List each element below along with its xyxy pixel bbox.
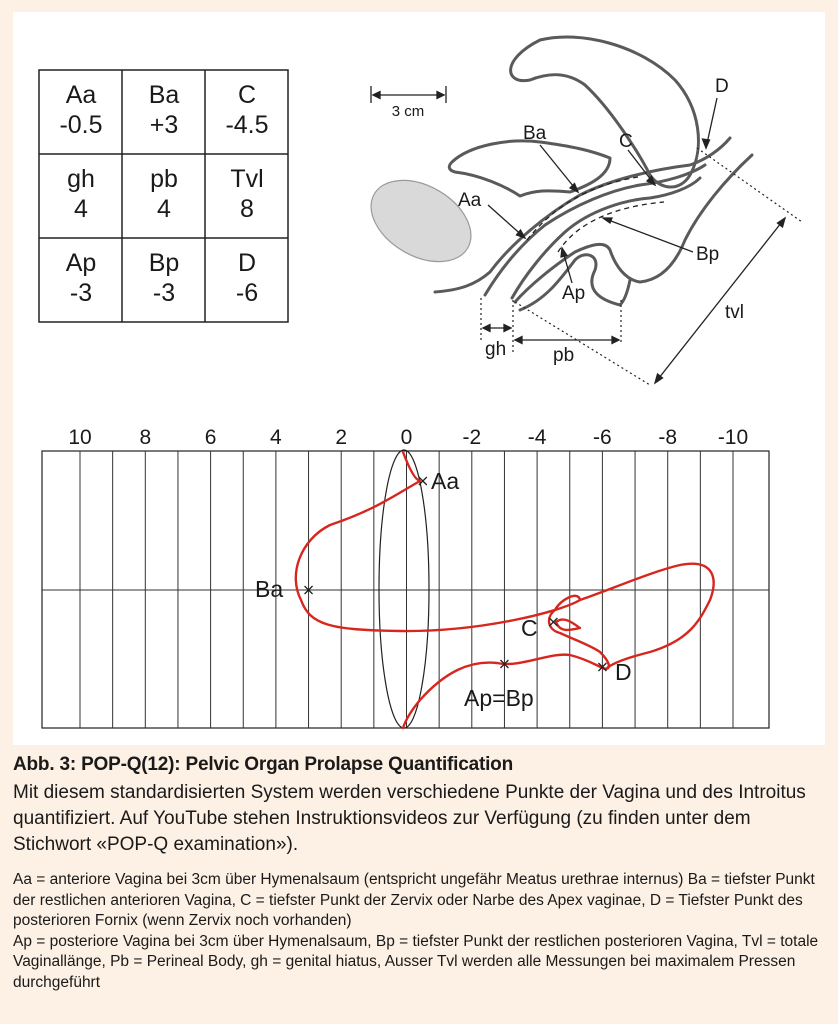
table-value-ap: -3 xyxy=(70,279,92,307)
axis-tick-label: 6 xyxy=(205,426,217,449)
table-label-ba: Ba xyxy=(149,81,180,109)
table-label-tvl: Tvl xyxy=(230,165,263,193)
arrow-bp xyxy=(603,218,693,252)
axis-tick-label: 0 xyxy=(401,426,413,449)
anatomy-label-aa: Aa xyxy=(458,190,482,211)
table-value-pb: 4 xyxy=(157,195,171,223)
anatomy-drawing: 3 cm xyxy=(357,37,802,385)
scale-bar xyxy=(371,86,446,103)
caption-legend-1: Aa = anteriore Vagina bei 3cm über Hymen… xyxy=(13,870,825,932)
caption-title: Abb. 3: POP-Q(12): Pelvic Organ Prolapse… xyxy=(13,754,825,776)
popq-grid-chart: 10 8 6 4 2 0 -2 -4 -6 -8 -10 Aa Ba C D Ap=Bp xyxy=(42,426,769,728)
table-label-ap: Ap xyxy=(66,249,97,277)
axis-tick-label: 2 xyxy=(335,426,347,449)
axis-tick-label: 4 xyxy=(270,426,282,449)
grid-label-ap-bp: Ap=Bp xyxy=(464,685,534,711)
prolapse-curve-cervix xyxy=(556,620,580,630)
posterior-wall xyxy=(512,178,700,298)
axis-tick-label: -6 xyxy=(593,426,612,449)
anatomy-label-ap: Ap xyxy=(562,283,585,304)
anatomy-label-d: D xyxy=(715,76,729,97)
caption-body: Mit diesem standardisierten System werde… xyxy=(13,780,825,858)
table-label-d: D xyxy=(238,249,256,277)
table-value-aa: -0.5 xyxy=(59,111,102,139)
anatomy-label-c: C xyxy=(619,131,633,152)
symphysis-shape xyxy=(357,164,486,279)
table-value-tvl: 8 xyxy=(240,195,254,223)
table-value-gh: 4 xyxy=(74,195,88,223)
table-label-bp: Bp xyxy=(149,249,180,277)
table-label-aa: Aa xyxy=(66,81,97,109)
grid-label-aa: Aa xyxy=(431,468,459,494)
table-label-pb: pb xyxy=(150,165,178,193)
scale-label: 3 cm xyxy=(392,103,425,120)
axis-tick-label: -2 xyxy=(462,426,481,449)
anatomy-label-gh: gh xyxy=(485,339,506,360)
figure-caption: Abb. 3: POP-Q(12): Pelvic Organ Prolapse… xyxy=(13,754,825,993)
anatomy-label-tvl: tvl xyxy=(725,302,744,323)
axis-tick-label: -8 xyxy=(658,426,677,449)
axis-tick-label: -4 xyxy=(528,426,547,449)
tvl-guide-bottom xyxy=(515,302,650,385)
anatomy-label-pb: pb xyxy=(553,345,574,366)
table-label-c: C xyxy=(238,81,256,109)
tvl-dimension xyxy=(655,218,785,383)
anterior-wall-inner xyxy=(485,165,705,295)
anterior-wall xyxy=(435,138,730,292)
table-value-d: -6 xyxy=(236,279,258,307)
bladder-outline xyxy=(449,141,610,196)
table-label-gh: gh xyxy=(67,165,95,193)
axis-tick-label: -10 xyxy=(718,426,748,449)
table-value-bp: -3 xyxy=(153,279,175,307)
grid-label-c: C xyxy=(521,615,538,641)
anatomy-label-ba: Ba xyxy=(523,123,547,144)
axis-tick-label: 8 xyxy=(139,426,151,449)
table-value-ba: +3 xyxy=(150,111,179,139)
axis-tick-label: 10 xyxy=(68,426,91,449)
grid-label-d: D xyxy=(615,659,632,685)
table-value-c: -4.5 xyxy=(225,111,268,139)
grid-label-ba: Ba xyxy=(255,576,283,602)
figure-svg: Aa -0.5 Ba +3 C -4.5 gh 4 pb 4 Tvl 8 Ap … xyxy=(0,0,838,750)
caption-legend-2: Ap = posteriore Vagina bei 3cm über Hyme… xyxy=(13,932,825,994)
uterus-outline xyxy=(511,37,699,187)
anatomy-label-bp: Bp xyxy=(696,244,719,265)
